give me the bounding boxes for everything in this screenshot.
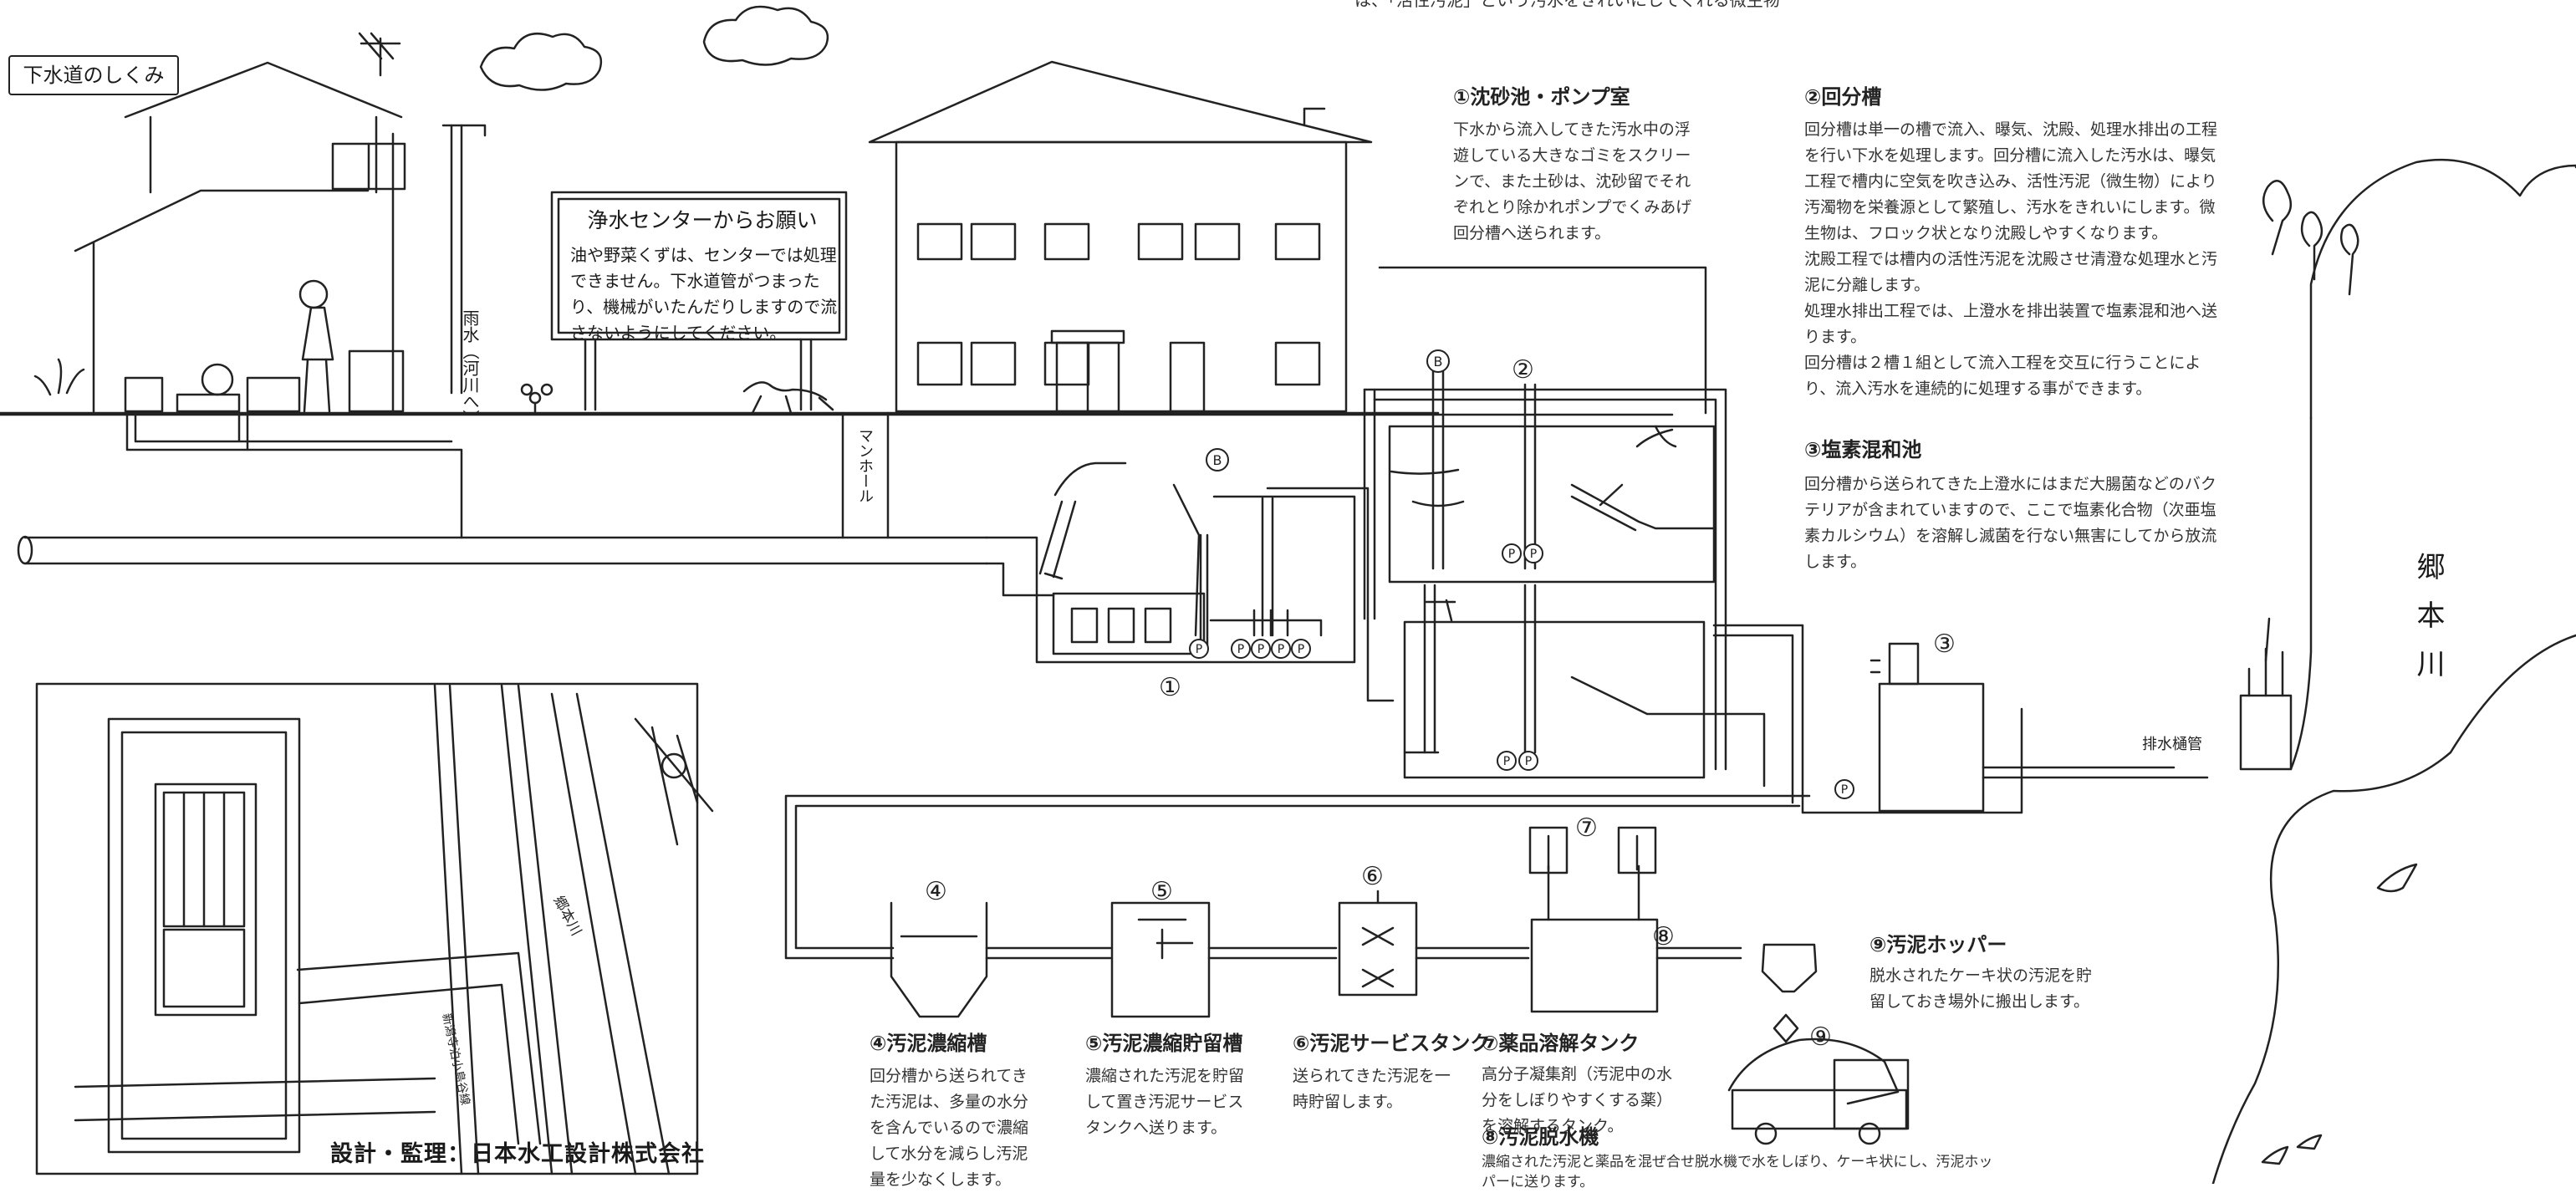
pump-label: P [1278,643,1284,656]
ground-line [0,411,1674,416]
pump-label: P [1530,548,1537,561]
drain-gate [2239,617,2293,771]
section-2-text-3: 処理水排出工程では、上澄水を排出装置で塩素混和池へ送ります。 [1804,302,2218,346]
section-9: ⑨汚泥ホッパー 脱水されたケーキ状の汚泥を貯留しておき場外に搬出します。 [1870,931,2105,1015]
pump-label: P [1508,548,1515,561]
cloud-1 [479,33,603,91]
section-1: ①沈砂池・ポンプ室 下水から流入してきた汚水中の浮遊している大きなゴミをスクリー… [1453,84,1704,247]
cloud-2 [702,5,829,66]
pump-letters: P P P P P P P P P P [1196,548,1848,797]
section-7-text: 高分子凝集剤（汚泥中の水分をしぼりやすくする薬）を溶解するタンク。 [1482,1065,1673,1135]
process-markers: ① ② ③ ④ ⑤ ⑥ ⑦ ⑧ ⑨ [925,355,1956,1052]
pump-label: P [1503,755,1510,768]
section-2: ②回分槽 回分槽は単一の槽で流入、曝気、沈殿、処理水排出の工程を行い下水を処理し… [1804,84,2229,402]
blower-1-label: B [1213,452,1222,468]
site-map [35,682,714,1175]
pump-label: P [1525,755,1532,768]
diagram-title: 下水道のしくみ [8,55,179,95]
section-6-text: 送られてきた汚泥を一時貯留します。 [1293,1067,1451,1111]
river-bank [2211,158,2576,1184]
section-9-text: 脱水されたケーキ状の汚泥を貯留しておき場外に搬出します。 [1870,966,2093,1011]
section-9-heading: ⑨汚泥ホッパー [1870,933,2007,956]
blower-symbol-1: B [1206,448,1229,472]
blower-2-label: B [1434,354,1443,370]
section-3-heading: ③塩素混和池 [1804,438,1922,461]
house-illustration [33,32,487,413]
section-8-heading: ⑧汚泥脱水機 [1482,1125,1599,1149]
section-2-text-2: 沈殿工程では槽内の活性汚泥を沈殿させ清澄な処理水と汚泥に分離します。 [1804,250,2218,294]
section-4-heading: ④汚泥濃縮槽 [870,1032,987,1055]
top-caption: は、「活性汚泥」という汚水をきれいにしてくれる微生物 [1354,0,1780,10]
section-1-text: 下水から流入してきた汚水中の浮遊している大きなゴミをスクリーンで、また土砂は、沈… [1453,120,1692,242]
house-drain [125,411,463,539]
marker-7: ⑦ [1575,813,1598,843]
section-5-heading: ⑤汚泥濃縮貯留槽 [1085,1032,1243,1055]
marker-6: ⑥ [1361,862,1384,891]
treatment-building [868,60,1373,413]
pump-label: P [1841,783,1848,797]
section-3: ③塩素混和池 回分槽から送られてきた上澄水にはまだ大腸菌などのバクテリアが含まれ… [1804,436,2229,575]
marker-1: ① [1159,673,1181,702]
drain-gate-label: 排水樋管 [2142,736,2202,753]
river-trees [2262,180,2359,296]
section-5-text: 濃縮された汚泥を貯留して置き汚泥サービスタンクへ送ります。 [1085,1067,1245,1137]
pump-label: P [1237,643,1244,656]
section-2-text-1: 回分槽は単一の槽で流入、曝気、沈殿、処理水排出の工程を行い下水を処理します。回分… [1804,120,2218,242]
marker-2: ② [1512,355,1534,385]
credit-text: 設計・監理：日本水工設計株式会社 [330,1141,705,1167]
grit-chamber-pump-station [985,461,1395,702]
sludge-treatment-line [784,794,1910,1145]
marker-5: ⑤ [1150,877,1173,906]
section-5: ⑤汚泥濃縮貯留槽 濃縮された汚泥を貯留して置き汚泥サービスタンクへ送ります。 [1085,1030,1248,1141]
pump-label: P [1298,643,1304,656]
rain-pipe-label: 雨水（河川へ） [460,309,480,426]
section-2-text-4: 回分槽は２槽１組として流入工程を交互に行うことにより、流入汚水を連続的に処理する… [1804,354,2201,398]
section-2-heading: ②回分槽 [1804,85,1882,109]
main-sewer-pipe [23,536,988,565]
section-7-heading: ⑦薬品溶解タンク [1482,1032,1640,1055]
river-label: 郷本川 [2411,552,2445,697]
manhole-shaft [841,411,890,539]
section-3-text: 回分槽から送られてきた上澄水にはまだ大腸菌などのバクテリアが含まれていますので、… [1804,475,2217,571]
manhole-label: マンホール [856,428,874,503]
notice-title: 浄水センターからお願い [587,208,818,232]
pump-symbols [1189,543,1854,799]
marker-3: ③ [1933,630,1956,659]
chlorine-mixing-tank [1712,624,2209,814]
pump-label: P [1257,643,1264,656]
section-1-heading: ①沈砂池・ポンプ室 [1453,85,1630,109]
fish [2261,863,2418,1165]
blower-symbol-2: B [1426,349,1450,373]
marker-9: ⑨ [1809,1022,1832,1052]
section-7: ⑦薬品溶解タンク 高分子凝集剤（汚泥中の水分をしぼりやすくする薬）を溶解するタン… [1482,1030,1686,1139]
batch-reactors [1363,366,1766,788]
marker-8: ⑧ [1652,922,1675,951]
pump-label: P [1196,643,1202,656]
marker-4: ④ [925,877,947,906]
notice-sign [520,191,848,415]
equipment-symbols: B B P P P P P P P P P P [1189,349,1854,799]
ground-line-right [1378,266,1707,415]
river-bank-2 [2289,416,2313,771]
